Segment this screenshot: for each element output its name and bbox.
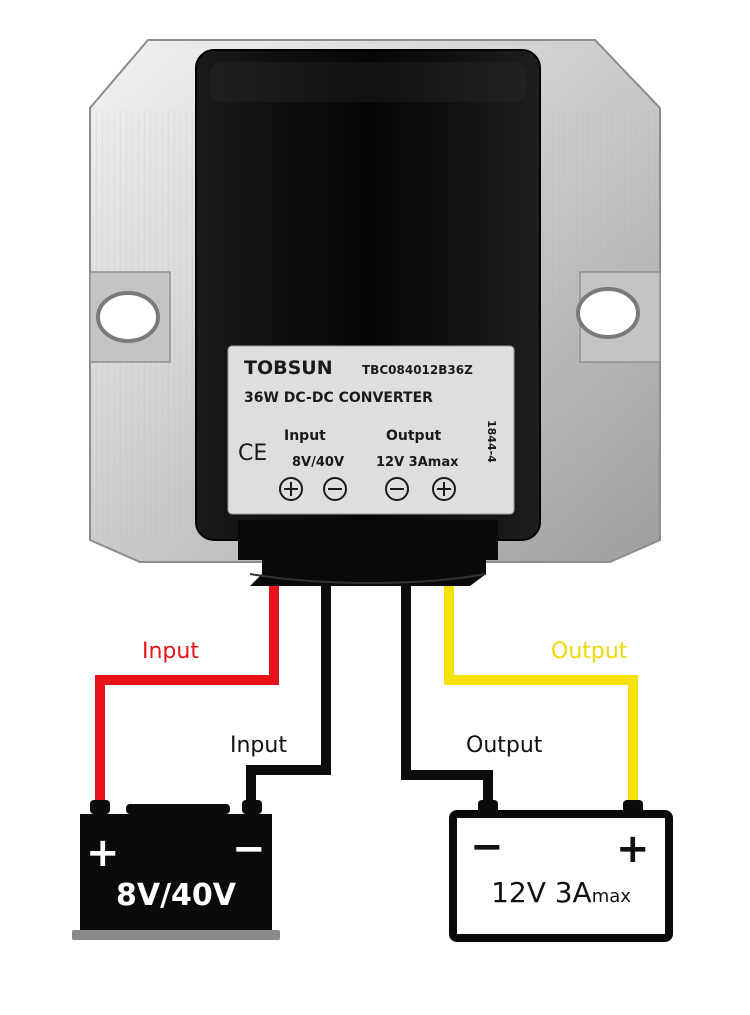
label-input-negative: Input — [230, 733, 287, 758]
plus-circle-icon — [279, 477, 303, 501]
load-rating: 12V 3Amax — [491, 876, 631, 909]
load-rating-main: 12V 3A — [491, 876, 592, 909]
label-output-positive: Output — [551, 639, 628, 664]
load-rating-sub: max — [592, 886, 632, 907]
output-spec: 12V 3Amax — [376, 455, 459, 470]
mounting-hole-right-icon — [576, 271, 661, 363]
input-spec: 8V/40V — [292, 455, 344, 470]
minus-circle-icon — [323, 477, 347, 501]
input-header: Input — [284, 428, 326, 444]
ce-mark-icon: CE — [238, 441, 267, 466]
device-title: 36W DC-DC CONVERTER — [244, 390, 433, 406]
load-plus-terminal: + — [616, 826, 650, 872]
wire-input-negative — [246, 586, 331, 806]
minus-circle-icon — [385, 477, 409, 501]
label-input-positive: Input — [142, 639, 199, 664]
wire-input-positive — [95, 586, 279, 806]
model-number: TBC084012B36Z — [362, 363, 473, 377]
output-load: − + 12V 3Amax — [449, 800, 673, 942]
label-output-negative: Output — [466, 733, 543, 758]
product-label: TOBSUN TBC084012B36Z 36W DC-DC CONVERTER… — [227, 345, 515, 515]
wire-output-positive — [444, 586, 638, 806]
wire-output-negative — [401, 586, 493, 806]
cable-gland — [238, 520, 498, 586]
batch-code: 1844-4 — [485, 420, 498, 463]
battery-minus-terminal: − — [232, 826, 266, 872]
load-minus-terminal: − — [470, 824, 504, 870]
brand-name: TOBSUN — [244, 357, 333, 379]
input-battery: + − 8V/40V — [72, 800, 280, 940]
mounting-hole-left-icon — [89, 271, 171, 363]
plus-circle-icon — [432, 477, 456, 501]
output-header: Output — [386, 428, 442, 444]
battery-voltage: 8V/40V — [116, 878, 237, 913]
battery-plus-terminal: + — [86, 830, 120, 876]
